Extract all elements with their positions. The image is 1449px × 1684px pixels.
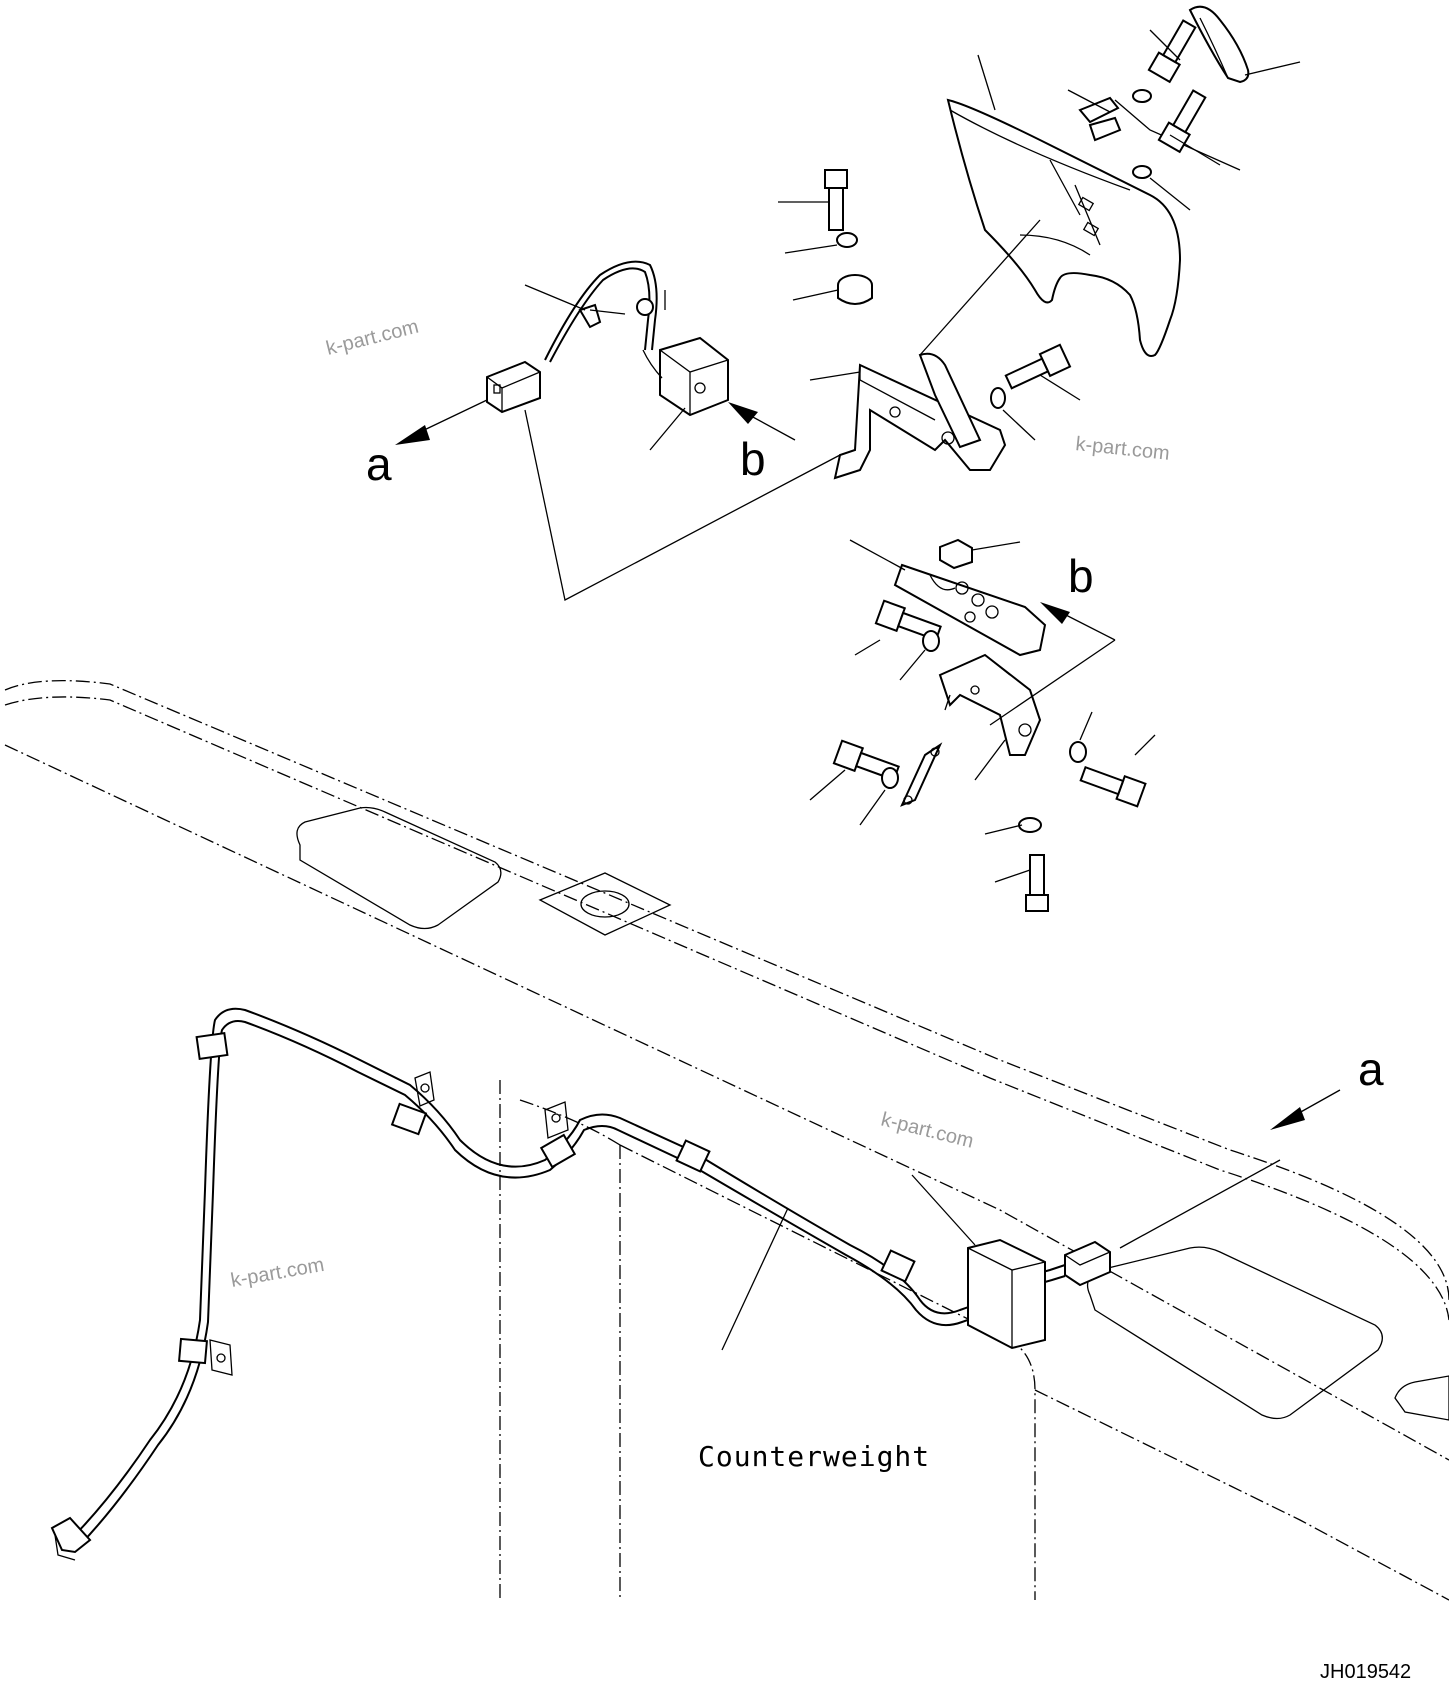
watermark: k-part.com <box>1074 433 1170 465</box>
view-b-arrow <box>989 602 1116 726</box>
counterweight-label: Counterweight <box>698 1440 930 1473</box>
guard-cover <box>946 5 1301 357</box>
upper-bracket <box>809 219 1041 480</box>
counterweight-outline <box>4 679 1449 1601</box>
view-a-label-right: a <box>1358 1043 1384 1095</box>
watermark: k-part.com <box>879 1109 976 1153</box>
switch-assembly <box>395 260 841 601</box>
view-b-label-mid: b <box>1068 550 1094 602</box>
lower-bracket <box>900 653 1042 807</box>
watermark: k-part.com <box>324 316 421 360</box>
view-b-label-top: b <box>740 433 766 485</box>
bolts <box>778 19 1221 912</box>
wiring-harness <box>50 1007 1341 1561</box>
drawing-code: JH019542 <box>1320 1661 1411 1683</box>
watermark: k-part.com <box>229 1254 326 1292</box>
view-a-label-top: a <box>366 438 392 490</box>
mounting-plate <box>849 539 1047 657</box>
